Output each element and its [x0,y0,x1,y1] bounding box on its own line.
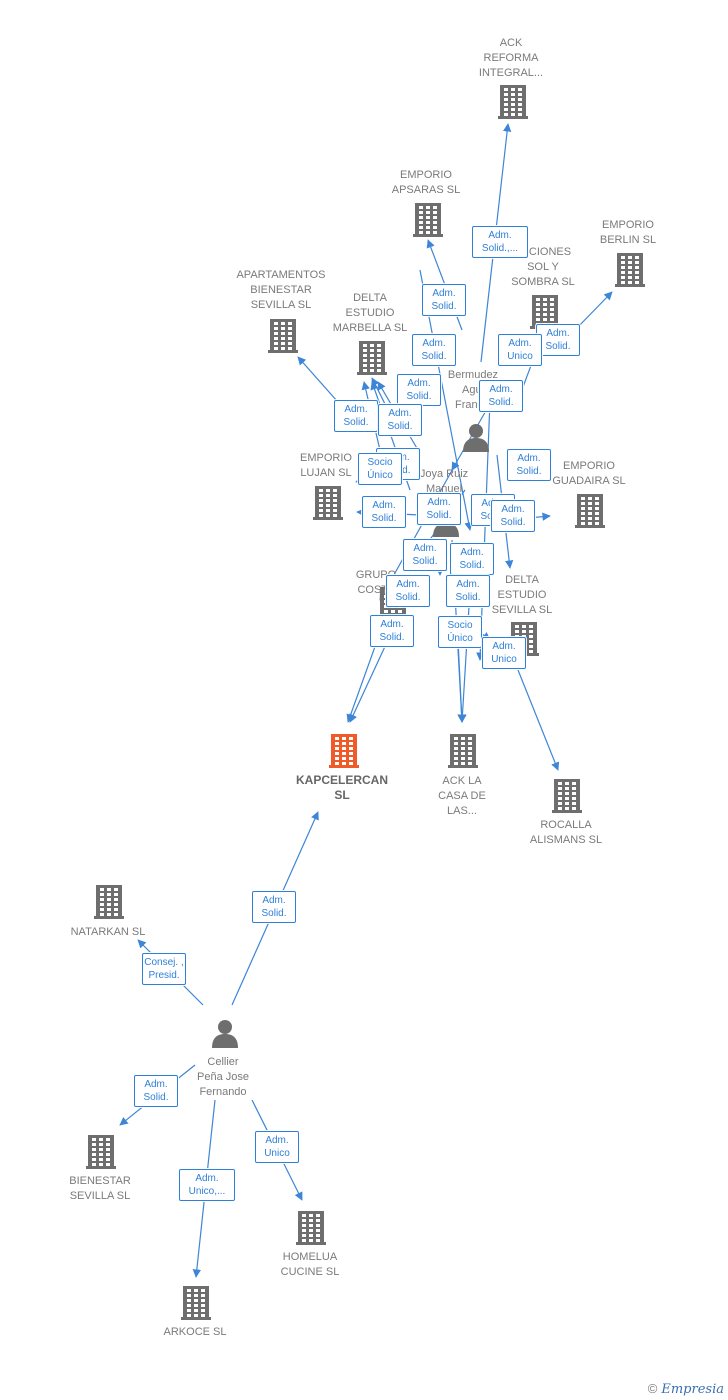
footer-brand[interactable]: ©Empresia [648,1381,724,1397]
company-icon[interactable] [268,317,298,353]
company-icon[interactable] [313,484,343,520]
company-icon[interactable] [86,1133,116,1169]
relation-badge[interactable]: Adm. Unico [255,1131,299,1163]
relation-badge[interactable]: Adm. Solid. [417,493,461,525]
person-icon[interactable] [461,422,491,452]
company-label-delta-sevilla[interactable]: DELTA ESTUDIO SEVILLA SL [491,574,553,616]
person-icon[interactable] [210,1018,240,1048]
relation-badge[interactable]: Adm. Unico,... [179,1169,235,1201]
company-label-rocalla[interactable]: ROCALLA ALISMANS SL [529,819,603,846]
company-label-ack-reforma[interactable]: ACK REFORMA INTEGRAL... [478,37,544,79]
relation-badge[interactable]: Adm. Solid. [378,404,422,436]
company-icon[interactable] [357,339,387,375]
relation-badge[interactable]: Consej. , Presid. [142,953,186,985]
copyright-symbol: © [647,1381,658,1396]
company-icon[interactable] [498,83,528,119]
relation-badge[interactable]: Adm. Solid. [386,575,430,607]
relation-badge[interactable]: Adm. Solid. [370,615,414,647]
company-label-homelua[interactable]: HOMELUA CUCINE SL [280,1251,340,1278]
relation-badge[interactable]: Adm. Solid. [403,539,447,571]
relation-badge[interactable]: Adm. Solid. [334,400,378,432]
relation-badge[interactable]: Socio Único [438,616,482,648]
company-label-kapcelercan[interactable]: KAPCELERCAN SL [295,773,388,802]
relation-badge[interactable]: Adm. Solid. [422,284,466,316]
company-icon[interactable] [94,883,124,919]
relation-badge[interactable]: Adm. Solid. [412,334,456,366]
company-label-apartamentos[interactable]: APARTAMENTOS BIENESTAR SEVILLA SL [236,269,326,311]
company-label-soluciones[interactable]: LUCIONES SOL Y SOMBRA SL [511,246,575,288]
company-icon[interactable] [413,201,443,237]
relation-badge[interactable]: Adm. Solid. [491,500,535,532]
relation-badge[interactable]: Adm. Solid. [252,891,296,923]
relation-badge[interactable]: Adm. Solid. [479,380,523,412]
relation-badge[interactable]: Adm. Unico [498,334,542,366]
company-icon[interactable] [552,777,582,813]
company-label-emporio-berlin[interactable]: EMPORIO BERLIN SL [599,219,657,246]
company-icon[interactable] [296,1209,326,1245]
relation-badge[interactable]: Adm. Solid. [362,496,406,528]
relation-badge[interactable]: Adm. Solid. [507,449,551,481]
company-label-bienestar[interactable]: BIENESTAR SEVILLA SL [69,1175,131,1202]
relation-badge[interactable]: Adm. Solid.,... [472,226,528,258]
brand-name: Empresia [661,1382,724,1397]
company-label-emporio-lujan[interactable]: EMPORIO LUJAN SL [300,452,352,479]
edge-line [517,669,560,771]
company-label-delta-marbella[interactable]: DELTA ESTUDIO MARBELLA SL [332,292,408,334]
edge-line [574,291,613,331]
relation-badge[interactable]: Adm. Solid. [450,543,494,575]
company-label-emporio-guadaira[interactable]: EMPORIO GUADAIRA SL [552,460,626,487]
relation-badge[interactable]: Adm. Unico [482,637,526,669]
main-company-icon[interactable] [329,732,359,768]
relation-badge[interactable]: Socio Único [358,453,402,485]
company-label-emporio-apsaras[interactable]: EMPORIO APSARAS SL [391,169,461,196]
company-label-ack-casa[interactable]: ACK LA CASA DE LAS... [438,775,486,817]
edge-line [458,589,471,723]
company-icon[interactable] [448,732,478,768]
relation-badge[interactable]: Adm. Solid. [536,324,580,356]
edge-line [349,639,389,723]
relation-badge[interactable]: Adm. Solid. [134,1075,178,1107]
relation-badge[interactable]: Adm. Solid. [397,374,441,406]
company-icon[interactable] [181,1284,211,1320]
company-icon[interactable] [615,251,645,287]
person-label-joya[interactable]: Joya Ruiz Manuel [419,468,469,495]
person-label-cellier[interactable]: Cellier Peña Jose Fernando [197,1056,249,1098]
company-label-natarkan[interactable]: NATARKAN SL [70,926,146,938]
company-icon[interactable] [575,492,605,528]
relation-badge[interactable]: Adm. Solid. [446,575,490,607]
company-label-arkoce[interactable]: ARKOCE SL [163,1326,227,1338]
